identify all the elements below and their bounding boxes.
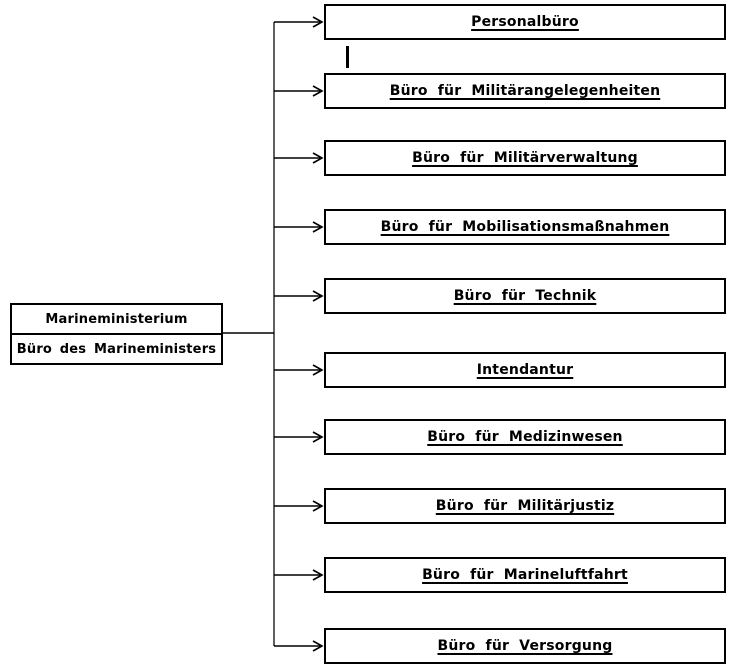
branch-connector	[274, 221, 324, 233]
root-subtitle: Büro des Marineministers	[16, 341, 217, 357]
root-title: Marineministerium	[12, 305, 221, 335]
dept-box-marineluftfahrt: Büro für Marineluftfahrt	[324, 557, 726, 593]
stray-cursor-mark	[346, 46, 349, 68]
dept-label: Büro für Versorgung	[437, 638, 613, 654]
dept-box-mobilisationsmassnahmen: Büro für Mobilisationsmaßnahmen	[324, 209, 726, 245]
root-box: Marineministerium Büro des Marineministe…	[10, 303, 223, 365]
dept-box-militaerverwaltung: Büro für Militärverwaltung	[324, 140, 726, 176]
dept-box-militaerangelegenheiten: Büro für Militärangelegenheiten	[324, 73, 726, 109]
dept-box-medizinwesen: Büro für Medizinwesen	[324, 419, 726, 455]
branch-connector	[274, 500, 324, 512]
dept-box-militaerjustiz: Büro für Militärjustiz	[324, 488, 726, 524]
dept-label: Büro für Marineluftfahrt	[422, 567, 628, 583]
branch-connector	[274, 640, 324, 652]
dept-label: Büro für Militärangelegenheiten	[389, 83, 661, 99]
dept-label: Büro für Militärverwaltung	[412, 150, 638, 166]
dept-label: Intendantur	[476, 362, 574, 378]
dept-label: Büro für Technik	[453, 288, 597, 304]
dept-box-intendantur: Intendantur	[324, 352, 726, 388]
branch-connector	[274, 16, 324, 28]
branch-connector	[274, 85, 324, 97]
branch-connector	[274, 290, 324, 302]
branch-connector	[274, 569, 324, 581]
dept-label: Büro für Medizinwesen	[427, 429, 623, 445]
branch-connector	[274, 152, 324, 164]
branch-connector	[274, 364, 324, 376]
dept-box-technik: Büro für Technik	[324, 278, 726, 314]
branch-connector	[274, 431, 324, 443]
dept-label: Büro für Militärjustiz	[435, 498, 615, 514]
dept-label: Personalbüro	[471, 14, 579, 30]
dept-box-versorgung: Büro für Versorgung	[324, 628, 726, 664]
dept-label: Büro für Mobilisationsmaßnahmen	[380, 219, 670, 235]
dept-box-personalbuero: Personalbüro	[324, 4, 726, 40]
